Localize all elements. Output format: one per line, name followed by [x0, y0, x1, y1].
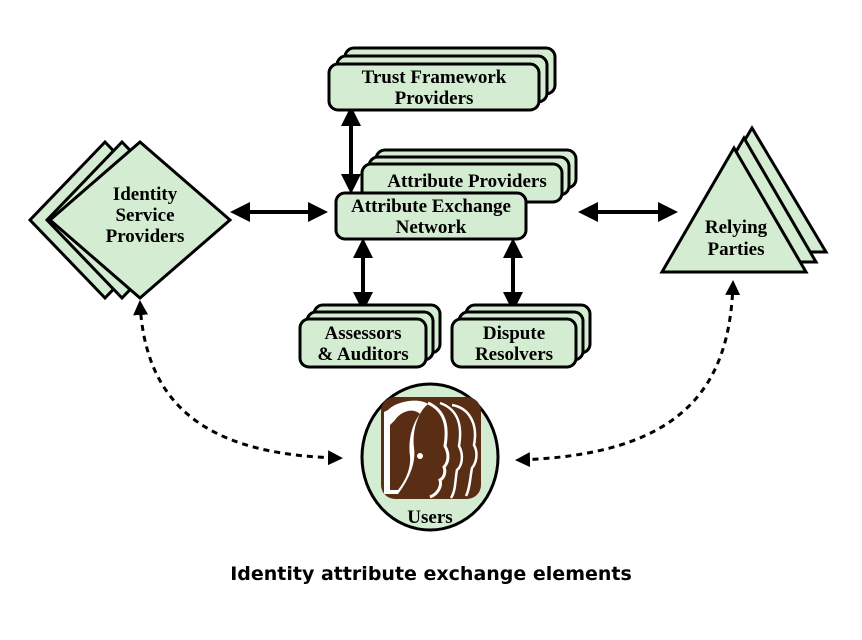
users-node: Users [360, 382, 500, 532]
attribute-exchange-network-node: Attribute Exchange Network [334, 191, 528, 241]
trust-framework-providers-node: Trust Framework Providers [327, 46, 557, 112]
assessors-label-2: & Auditors [317, 344, 408, 365]
identity-service-label-1: Identity [113, 184, 178, 205]
attribute-exchange-label-2: Network [396, 217, 467, 238]
trust-framework-label-1: Trust Framework [362, 67, 507, 88]
dashed-arrow-identity-users [133, 300, 343, 466]
dispute-label-1: Dispute [483, 323, 545, 344]
connectors [133, 106, 741, 468]
identity-service-label-2: Service [115, 205, 174, 226]
figure-caption: Identity attribute exchange elements [230, 563, 632, 585]
dispute-resolvers-node: Dispute Resolvers [450, 303, 592, 369]
assessors-label-1: Assessors [324, 323, 401, 344]
dispute-label-2: Resolvers [475, 344, 553, 365]
users-label: Users [407, 507, 452, 528]
people-profile-icon [381, 397, 481, 499]
relying-parties-node: Relying Parties [659, 125, 829, 274]
identity-service-label-3: Providers [106, 226, 185, 247]
assessors-auditors-node: Assessors & Auditors [298, 303, 442, 369]
attribute-providers-node: Attribute Providers [360, 148, 578, 204]
identity-service-providers-node: Identity Service Providers [27, 139, 233, 301]
attribute-providers-label: Attribute Providers [387, 171, 547, 192]
attribute-exchange-label-1: Attribute Exchange [351, 196, 511, 217]
relying-parties-label-1: Relying [705, 217, 768, 238]
trust-framework-label-2: Providers [395, 88, 474, 109]
relying-parties-label-2: Parties [708, 239, 765, 260]
